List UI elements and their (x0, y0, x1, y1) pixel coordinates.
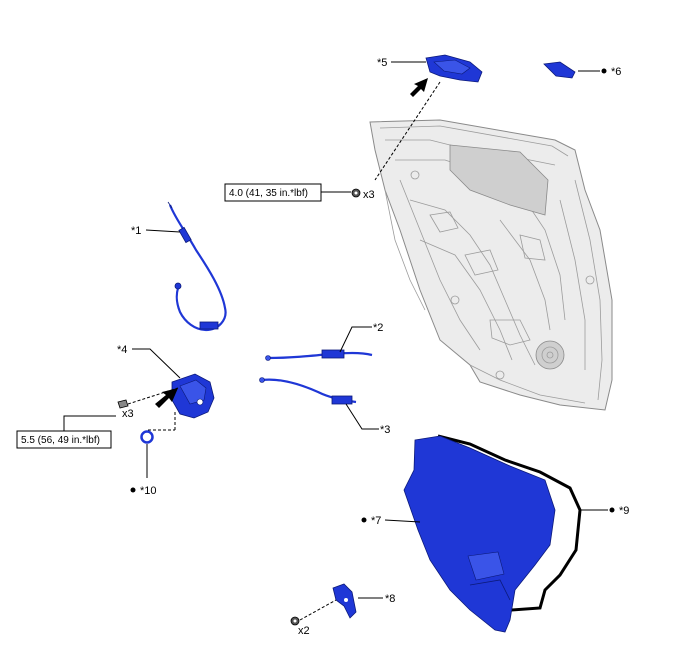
callout-9: *9 (619, 505, 629, 517)
callout-dot-9 (609, 507, 615, 513)
cable-part-1 (167, 201, 227, 332)
door-lock-part-4 (171, 373, 215, 419)
cover-part-6 (543, 61, 576, 79)
install-arrow-icon (410, 78, 428, 97)
install-arrow-icon (155, 388, 178, 408)
lower-bolt-qty: x3 (122, 408, 134, 420)
screw-icon (290, 616, 300, 626)
callout-6: *6 (611, 66, 621, 78)
callout-dot-10 (130, 487, 136, 493)
torque-lower-text: 5.5 (56, 49 in.*lbf) (21, 435, 100, 446)
callout-8: *8 (385, 593, 395, 605)
screw-icon (351, 188, 361, 198)
grommet-part-10 (140, 430, 154, 444)
bracket-bolt-qty: x2 (298, 625, 310, 637)
inside-handle-part-5 (425, 54, 483, 83)
callout-dot-7 (361, 517, 367, 523)
service-cover-part-7 (403, 435, 556, 633)
speaker-opening (535, 340, 565, 370)
door-inner-panel (369, 119, 613, 411)
bracket-part-8 (332, 583, 357, 619)
screw-icon (117, 399, 129, 409)
cable-part-3 (259, 377, 357, 405)
callout-3: *3 (380, 424, 390, 436)
callout-2: *2 (373, 322, 383, 334)
callout-5: *5 (377, 57, 387, 69)
upper-bolt-qty: x3 (363, 189, 375, 201)
callout-1: *1 (131, 225, 141, 237)
torque-upper-text: 4.0 (41, 35 in.*lbf) (229, 188, 308, 199)
callout-7: *7 (371, 515, 381, 527)
callout-4: *4 (117, 344, 127, 356)
callout-dot-6 (601, 68, 607, 74)
cable-part-2 (265, 349, 373, 361)
callout-10: *10 (140, 485, 157, 497)
weatherstrip-part-9 (437, 434, 582, 612)
